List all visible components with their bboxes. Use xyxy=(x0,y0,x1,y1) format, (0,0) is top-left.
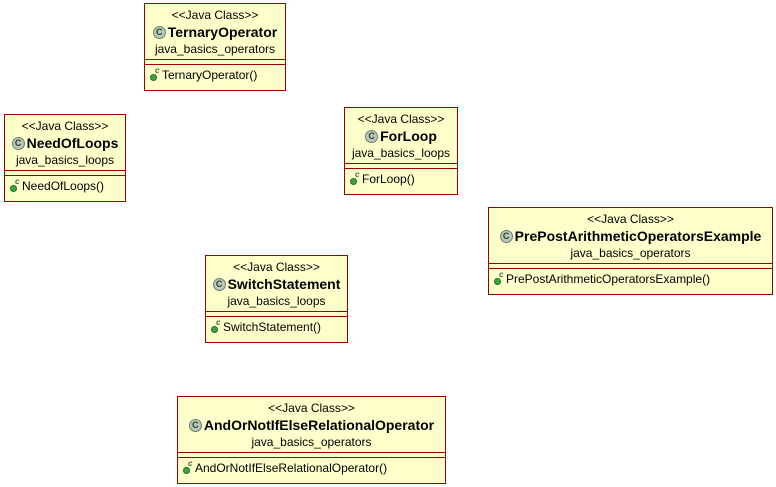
operations-compartment: c SwitchStatement() xyxy=(206,316,347,338)
operations-compartment: c PrePostArithmeticOperatorsExample() xyxy=(489,268,772,290)
class-icon: C xyxy=(188,418,202,432)
class-icon: C xyxy=(499,229,513,243)
attributes-compartment xyxy=(489,263,772,268)
class-name: ForLoop xyxy=(380,128,437,144)
operation-row[interactable]: c ForLoop() xyxy=(350,171,453,186)
attributes-compartment xyxy=(345,163,457,168)
public-constructor-icon: c xyxy=(150,67,161,81)
operation-label: PrePostArithmeticOperatorsExample() xyxy=(506,272,711,286)
class-package: java_basics_loops xyxy=(15,153,115,167)
class-box-and-or-not-if-else-relational-operator[interactable]: <<Java Class>> C AndOrNotIfElseRelationa… xyxy=(177,396,446,484)
public-constructor-icon: c xyxy=(350,171,361,185)
attributes-compartment xyxy=(5,170,125,175)
operation-row[interactable]: c AndOrNotIfElseRelationalOperator() xyxy=(183,460,441,475)
operation-row[interactable]: c NeedOfLoops() xyxy=(10,178,121,193)
attributes-compartment xyxy=(178,452,445,457)
operation-label: TernaryOperator() xyxy=(162,68,258,82)
class-name: AndOrNotIfElseRelationalOperator xyxy=(203,417,435,433)
class-stereotype: <<Java Class>> xyxy=(21,119,109,133)
class-box-switch-statement[interactable]: <<Java Class>> C SwitchStatement java_ba… xyxy=(205,255,348,343)
operation-row[interactable]: c TernaryOperator() xyxy=(150,67,281,82)
class-icon: C xyxy=(365,129,379,143)
operation-row[interactable]: c PrePostArithmeticOperatorsExample() xyxy=(494,271,768,286)
class-stereotype: <<Java Class>> xyxy=(268,401,355,415)
attributes-compartment xyxy=(206,311,347,316)
class-header: <<Java Class>> C TernaryOperator java_ba… xyxy=(145,4,285,59)
operation-label: NeedOfLoops() xyxy=(22,179,105,193)
class-header: <<Java Class>> C SwitchStatement java_ba… xyxy=(206,256,347,311)
operation-label: SwitchStatement() xyxy=(223,320,322,334)
public-constructor-icon: c xyxy=(211,319,222,333)
class-icon: C xyxy=(212,277,226,291)
class-package: java_basics_operators xyxy=(570,246,691,260)
class-stereotype: <<Java Class>> xyxy=(171,8,259,22)
operations-compartment: c ForLoop() xyxy=(345,168,457,190)
public-constructor-icon: c xyxy=(494,271,505,285)
operation-label: ForLoop() xyxy=(362,172,415,186)
class-stereotype: <<Java Class>> xyxy=(357,112,445,126)
public-constructor-icon: c xyxy=(10,178,21,192)
class-box-pre-post-arithmetic-operators-example[interactable]: <<Java Class>> C PrePostArithmeticOperat… xyxy=(488,207,773,295)
class-name: SwitchStatement xyxy=(227,276,341,292)
class-name: TernaryOperator xyxy=(167,24,278,40)
class-package: java_basics_operators xyxy=(251,435,372,449)
class-package: java_basics_operators xyxy=(154,42,276,56)
operations-compartment: c NeedOfLoops() xyxy=(5,175,125,197)
operations-compartment: c TernaryOperator() xyxy=(145,64,285,86)
class-box-for-loop[interactable]: <<Java Class>> C ForLoop java_basics_loo… xyxy=(344,107,458,195)
class-icon: C xyxy=(152,25,166,39)
class-header: <<Java Class>> C NeedOfLoops java_basics… xyxy=(5,115,125,170)
class-name: NeedOfLoops xyxy=(26,135,119,151)
class-stereotype: <<Java Class>> xyxy=(233,260,320,274)
class-package: java_basics_loops xyxy=(351,146,451,160)
class-box-ternary-operator[interactable]: <<Java Class>> C TernaryOperator java_ba… xyxy=(144,3,286,91)
class-stereotype: <<Java Class>> xyxy=(587,212,674,226)
class-header: <<Java Class>> C ForLoop java_basics_loo… xyxy=(345,108,457,163)
class-name: PrePostArithmeticOperatorsExample xyxy=(514,228,762,244)
class-header: <<Java Class>> C PrePostArithmeticOperat… xyxy=(489,208,772,263)
operation-row[interactable]: c SwitchStatement() xyxy=(211,319,343,334)
operation-label: AndOrNotIfElseRelationalOperator() xyxy=(195,461,388,475)
class-package: java_basics_loops xyxy=(227,294,326,308)
class-header: <<Java Class>> C AndOrNotIfElseRelationa… xyxy=(178,397,445,452)
attributes-compartment xyxy=(145,59,285,64)
class-box-need-of-loops[interactable]: <<Java Class>> C NeedOfLoops java_basics… xyxy=(4,114,126,202)
operations-compartment: c AndOrNotIfElseRelationalOperator() xyxy=(178,457,445,479)
public-constructor-icon: c xyxy=(183,460,194,474)
class-icon: C xyxy=(11,136,25,150)
